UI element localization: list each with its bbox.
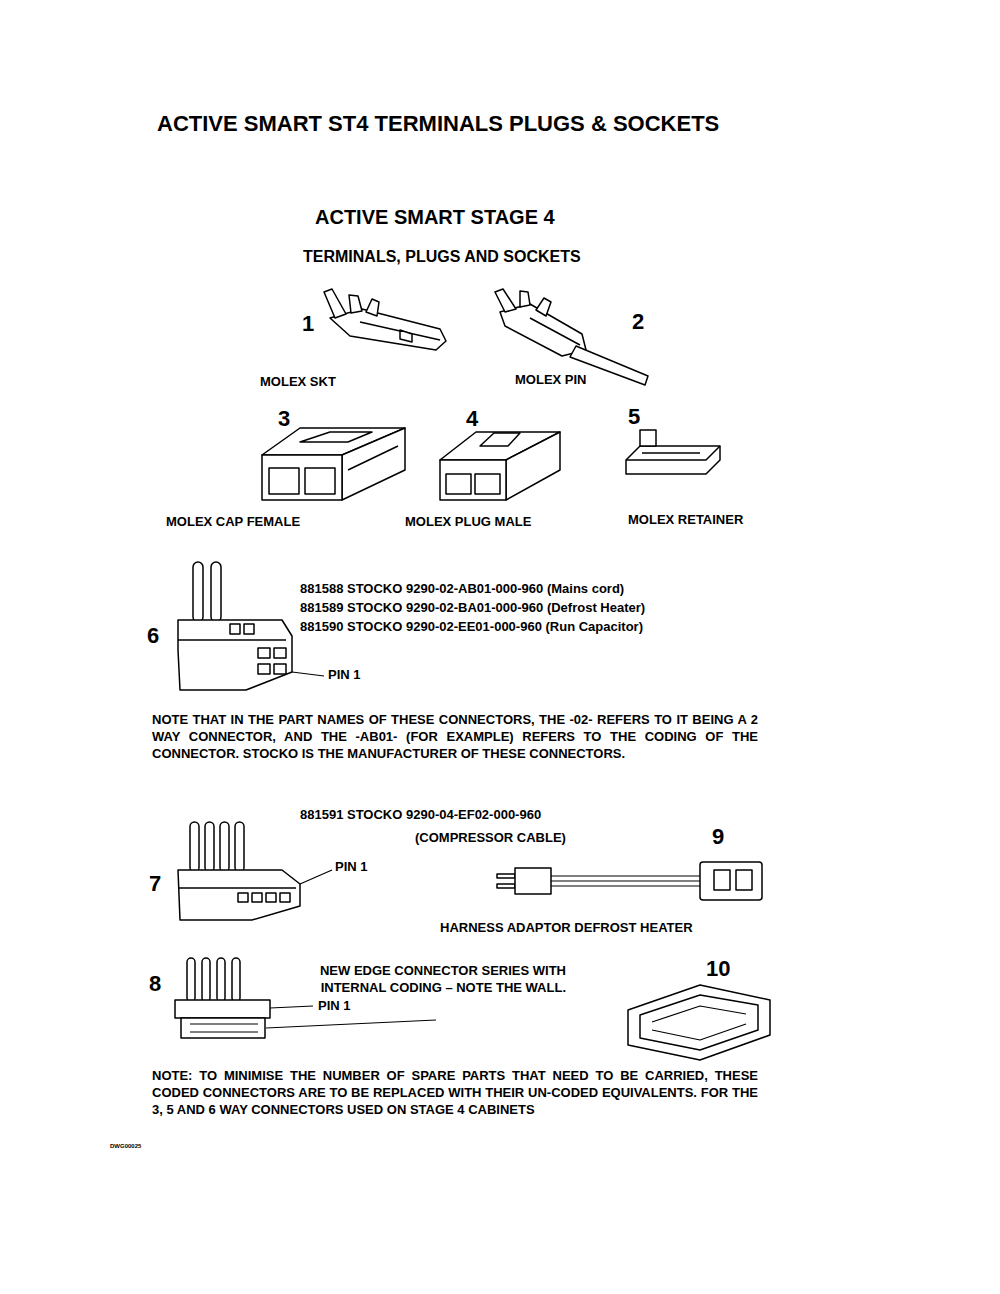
callout-number: 6 [147, 623, 159, 649]
section-subheading: TERMINALS, PLUGS AND SOCKETS [303, 247, 581, 266]
note-text: NOTE THAT IN THE PART NAMES OF THESE CON… [152, 711, 758, 762]
note-text: NOTE: TO MINIMISE THE NUMBER OF SPARE PA… [152, 1067, 758, 1118]
part-name: MOLEX PIN [515, 372, 587, 388]
connector-cover-drawing [628, 985, 770, 1060]
callout-number: 2 [632, 309, 644, 335]
callout-number: 10 [706, 956, 730, 982]
part-name: (COMPRESSOR CABLE) [415, 830, 566, 846]
page-title: ACTIVE SMART ST4 TERMINALS PLUGS & SOCKE… [157, 111, 719, 137]
part-number: 881588 STOCKO 9290-02-AB01-000-960 (Main… [300, 581, 624, 597]
part-name: MOLEX CAP FEMALE [166, 514, 300, 530]
callout-number: 8 [149, 971, 161, 997]
part-name: MOLEX RETAINER [628, 512, 743, 528]
molex-plug-male-drawing [440, 432, 560, 500]
pin-label: PIN 1 [318, 998, 351, 1014]
part-number: 881590 STOCKO 9290-02-EE01-000-960 (Run … [300, 619, 643, 635]
section-heading: ACTIVE SMART STAGE 4 [315, 205, 555, 229]
harness-adaptor-drawing [497, 862, 762, 900]
molex-socket-drawing [324, 289, 446, 350]
callout-number: 5 [628, 404, 640, 430]
callout-number: 7 [149, 871, 161, 897]
part-name: MOLEX PLUG MALE [405, 514, 531, 530]
callout-number: 3 [278, 406, 290, 432]
part-name: HARNESS ADAPTOR DEFROST HEATER [440, 920, 693, 936]
callout-number: 1 [302, 311, 314, 337]
callout-number: 9 [712, 824, 724, 850]
part-name: MOLEX SKT [260, 374, 336, 390]
pin-label: PIN 1 [335, 859, 368, 875]
callout-number: 4 [466, 406, 478, 432]
molex-cap-female-drawing [262, 428, 405, 500]
pin-label: PIN 1 [328, 667, 361, 683]
stocko-4way-drawing [178, 822, 332, 920]
drawing-number: DWG00025 [110, 1143, 141, 1150]
molex-retainer-drawing [626, 430, 720, 474]
molex-pin-drawing [495, 289, 648, 385]
part-number: 881591 STOCKO 9290-04-EF02-000-960 [300, 807, 541, 823]
part-number: 881589 STOCKO 9290-02-BA01-000-960 (Defr… [300, 600, 645, 616]
note-text: NEW EDGE CONNECTOR SERIES WITH INTERNAL … [296, 962, 566, 996]
